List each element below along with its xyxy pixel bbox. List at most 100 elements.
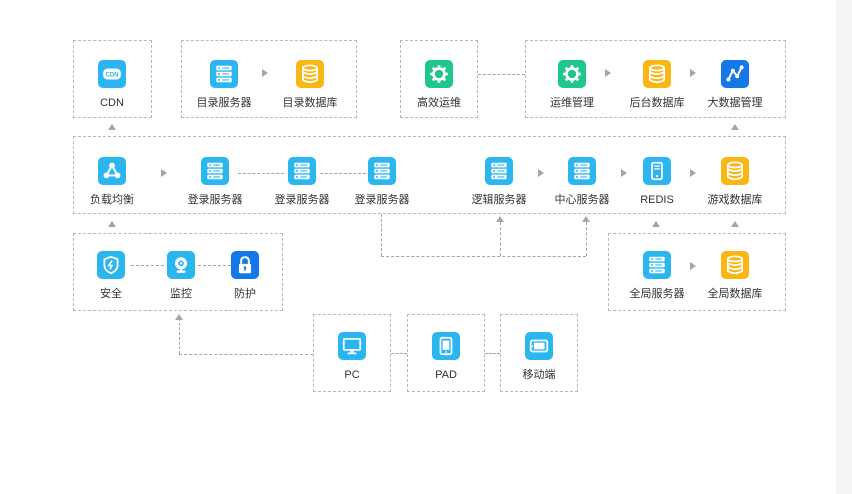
server-icon bbox=[485, 157, 513, 185]
node-pad: PAD bbox=[406, 332, 486, 382]
connector-security-monitor bbox=[131, 265, 164, 266]
redis-label: REDIS bbox=[640, 194, 674, 206]
database-icon bbox=[721, 157, 749, 185]
connector-to-logic-up bbox=[500, 222, 501, 256]
right-edge-strip bbox=[836, 0, 852, 494]
group-directory bbox=[181, 40, 357, 118]
dir-db-label: 目录数据库 bbox=[282, 97, 338, 109]
server-icon bbox=[568, 157, 596, 185]
connector-to-center-up bbox=[586, 222, 587, 256]
ops-manage-label: 运维管理 bbox=[550, 97, 594, 109]
connector-pc-up-line bbox=[179, 318, 180, 354]
tablet-icon bbox=[432, 332, 460, 360]
arrow-redis-to-gamedb bbox=[690, 169, 696, 177]
server-icon bbox=[368, 157, 396, 185]
node-monitor: 监控 bbox=[141, 251, 221, 301]
connector-login2-login3 bbox=[320, 173, 366, 174]
group-security bbox=[73, 233, 283, 311]
dir-server-label: 目录服务器 bbox=[196, 97, 252, 109]
pc-label: PC bbox=[344, 369, 360, 381]
monitor-label: 监控 bbox=[170, 288, 192, 300]
node-logic-server: 逻辑服务器 bbox=[459, 157, 539, 207]
group-management bbox=[525, 40, 786, 118]
login-server-3-label: 登录服务器 bbox=[354, 194, 410, 206]
arrow-opsmanage-to-backenddb bbox=[605, 69, 611, 77]
group-cdn bbox=[73, 40, 152, 118]
connector-monitor-protection bbox=[198, 265, 231, 266]
group-pad bbox=[407, 314, 485, 392]
connector-pad-mobile bbox=[485, 353, 500, 354]
logic-server-label: 逻辑服务器 bbox=[471, 194, 527, 206]
security-label: 安全 bbox=[100, 288, 122, 300]
database-icon bbox=[721, 251, 749, 279]
global-server-label: 全局服务器 bbox=[629, 288, 685, 300]
arrow-up-to-load-balance bbox=[108, 221, 116, 227]
arrow-up-to-logic bbox=[496, 216, 504, 222]
node-bigdata-manage: 大数据管理 bbox=[695, 60, 775, 110]
load-balance-label: 负载均衡 bbox=[90, 194, 134, 206]
pad-label: PAD bbox=[435, 369, 457, 381]
arrow-up-to-center bbox=[582, 216, 590, 222]
arrow-up-to-redis bbox=[652, 221, 660, 227]
group-main-row bbox=[73, 136, 786, 214]
chart-network-icon bbox=[721, 60, 749, 88]
arrow-up-to-game-db bbox=[731, 221, 739, 227]
node-security: 安全 bbox=[71, 251, 151, 301]
cdn-icon: CDN bbox=[98, 60, 126, 88]
arrow-center-to-redis bbox=[621, 169, 627, 177]
ops-efficient-label: 高效运维 bbox=[417, 97, 461, 109]
node-protection: 防护 bbox=[205, 251, 285, 301]
webcam-icon bbox=[167, 251, 195, 279]
protection-label: 防护 bbox=[234, 288, 256, 300]
arrow-logic-to-center bbox=[538, 169, 544, 177]
node-mobile: 移动端 bbox=[499, 332, 579, 382]
bigdata-manage-label: 大数据管理 bbox=[707, 97, 763, 109]
node-ops-efficient: 高效运维 bbox=[399, 60, 479, 110]
share-nodes-icon bbox=[98, 157, 126, 185]
connector-login1-login2 bbox=[238, 173, 284, 174]
lock-icon bbox=[231, 251, 259, 279]
server-icon bbox=[201, 157, 229, 185]
node-ops-manage: 运维管理 bbox=[532, 60, 612, 110]
phone-device-icon bbox=[643, 157, 671, 185]
arrow-up-to-cdn bbox=[108, 124, 116, 130]
node-login-server-2: 登录服务器 bbox=[262, 157, 342, 207]
node-login-server-3: 登录服务器 bbox=[342, 157, 422, 207]
login-server-1-label: 登录服务器 bbox=[187, 194, 243, 206]
node-pc: PC bbox=[312, 332, 392, 382]
arrow-backenddb-to-bigdata bbox=[690, 69, 696, 77]
connector-pc-left-line bbox=[179, 354, 313, 355]
group-ops bbox=[400, 40, 478, 118]
svg-text:CDN: CDN bbox=[105, 73, 118, 79]
group-global bbox=[608, 233, 786, 311]
login-server-2-label: 登录服务器 bbox=[274, 194, 330, 206]
arrow-globalserver-to-globaldb bbox=[690, 262, 696, 270]
arrow-up-to-bigdata bbox=[731, 124, 739, 130]
gear-wrench-icon bbox=[558, 60, 586, 88]
backend-db-label: 后台数据库 bbox=[629, 97, 685, 109]
server-icon bbox=[643, 251, 671, 279]
database-icon bbox=[643, 60, 671, 88]
node-login-server-1: 登录服务器 bbox=[175, 157, 255, 207]
arrow-up-to-monitor bbox=[175, 314, 183, 320]
node-global-db: 全局数据库 bbox=[695, 251, 775, 301]
connector-ops-to-management bbox=[478, 74, 525, 75]
node-backend-db: 后台数据库 bbox=[617, 60, 697, 110]
gear-wrench-icon bbox=[425, 60, 453, 88]
node-dir-db: 目录数据库 bbox=[270, 60, 350, 110]
game-db-label: 游戏数据库 bbox=[707, 194, 763, 206]
node-center-server: 中心服务器 bbox=[542, 157, 622, 207]
group-mobile bbox=[500, 314, 578, 392]
node-game-db: 游戏数据库 bbox=[695, 157, 775, 207]
arrow-loadbalance-to-login bbox=[161, 169, 167, 177]
node-cdn: CDN CDN bbox=[72, 60, 152, 110]
connector-bottom-loop bbox=[381, 256, 586, 257]
node-load-balance: 负载均衡 bbox=[72, 157, 152, 207]
node-dir-server: 目录服务器 bbox=[184, 60, 264, 110]
group-pc bbox=[313, 314, 391, 392]
server-icon bbox=[288, 157, 316, 185]
mobile-label: 移动端 bbox=[522, 369, 556, 381]
center-server-label: 中心服务器 bbox=[554, 194, 610, 206]
mobile-landscape-icon bbox=[525, 332, 553, 360]
connector-pc-pad bbox=[391, 353, 407, 354]
